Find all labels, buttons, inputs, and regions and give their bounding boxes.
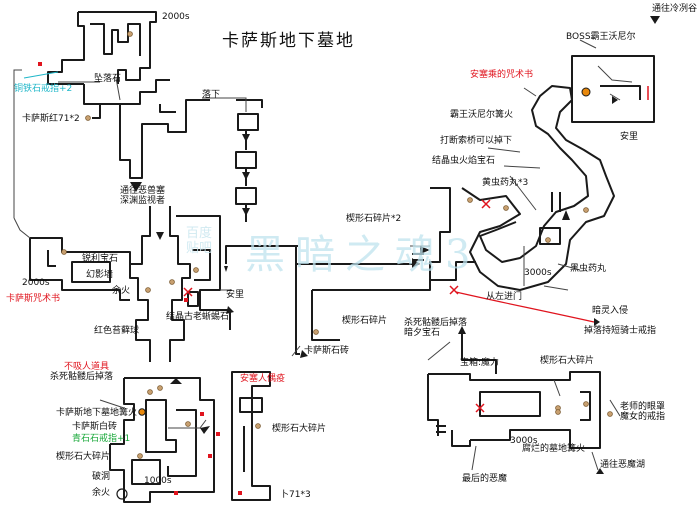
kasus-71-label: 卡萨斯红71*2	[22, 114, 80, 124]
phantom-wall-label: 幻影墙	[86, 270, 114, 280]
ancient-dragon-stone-label: 结晶古老蜥蜴石	[166, 312, 230, 322]
souls-3000-bottom-label: 3000s	[510, 436, 538, 446]
souls-2000-left: 2000s	[22, 278, 50, 288]
kasus-white-label: 卡萨斯白砖	[72, 422, 118, 432]
titanite-chunk3-label: 楔形石大碎片	[540, 356, 595, 366]
watermark-small-2: 贴吧	[186, 241, 213, 256]
to-smoldering-label: 通往冷冽谷	[652, 4, 698, 14]
bonfire-left-label: 余火	[112, 286, 131, 296]
black-pill-label: 黑虫药丸	[570, 264, 607, 274]
titanite-chunk-label: 楔形石大碎片	[56, 452, 111, 462]
first-monster-label: 最后的恶魔	[462, 474, 508, 484]
treasure-top-label: 宝箱:魔力	[460, 358, 500, 368]
souls-2000-top: 2000s	[162, 12, 190, 22]
tracking-stone-label: 锐利宝石	[82, 254, 119, 264]
lift-note-label: 不吸人道具	[64, 362, 110, 372]
watermark-small-1: 百度	[186, 226, 213, 241]
green-ring-label: 青石石戒指+1	[72, 434, 131, 444]
souls-3000-right-label: 3000s	[524, 268, 552, 278]
fallen-stone-label: 坠落石	[94, 74, 122, 84]
kasus-ring-label: 卡萨斯咒术书	[6, 294, 61, 304]
red-stone-elixir-label: 红色苔藓球	[94, 326, 140, 336]
souls-1000-label: 1000s	[144, 476, 172, 486]
map-title: 卡萨斯地下墓地	[222, 31, 355, 51]
skeleton-drop-label: 杀死骷髅后掉落	[50, 372, 114, 382]
kill-dark-knight-label: 掉落持短骑士戒指	[584, 326, 657, 336]
pyromancer-note-label: 安塞乘的咒术书	[470, 70, 534, 80]
fall-hole-label: 破洞	[92, 472, 111, 482]
wolnir-bonfire-label: 霸王沃尼尔篝火	[450, 110, 514, 120]
to-abyss-label: 通往恶兽塞 深渊监视者	[120, 186, 166, 206]
dark-entry-label: 暗灵入侵	[592, 306, 629, 316]
titanite-shard2-label: 楔形石碎片*2	[346, 214, 402, 224]
catacomb-bonfire-label: 卡萨斯地下墓地篝火	[56, 408, 138, 418]
yellow-bug-pellet-label: 结晶虫火焰宝石	[432, 156, 496, 166]
teacher-ring-label: 老师的眼罩 魔女的戒指	[620, 402, 666, 422]
skeleton-drop2-label: 杀死骷髅后掉落 暗夕宝石	[404, 318, 468, 338]
watermark-small: 百度 贴吧	[186, 226, 212, 256]
shard-71-label: 卜71*3	[280, 490, 311, 500]
bonfire-bottom-label: 余火	[92, 488, 111, 498]
to-demon-ruins-label: 通往恶魔湖	[600, 460, 646, 470]
pathway-red-label: 安塞人偶疫	[240, 374, 286, 384]
titanite-chunk2-label: 楔形石大碎片	[272, 424, 327, 434]
bridge-note-label: 打断索桥可以掉下	[440, 136, 513, 146]
last-demon-label: 腐烂的墓地篝火	[522, 444, 586, 454]
watermark: 黑暗之魂3	[245, 232, 481, 278]
safe-right-label: 安里	[620, 132, 639, 142]
from-here-door-label: 从左进门	[486, 292, 523, 302]
kasus-clock-label: 卡萨斯石砖	[304, 346, 350, 356]
boss-label: BOSS霸王沃尼尔	[566, 32, 636, 42]
yellow-pill-label: 黄虫药丸*3	[482, 178, 529, 188]
drop-down-label: 落下	[202, 90, 221, 100]
ring-strength-label: 铜铁石戒指+2	[14, 84, 73, 94]
safe-label: 安里	[226, 290, 245, 300]
titanite-shard-label: 楔形石碎片	[342, 316, 388, 326]
